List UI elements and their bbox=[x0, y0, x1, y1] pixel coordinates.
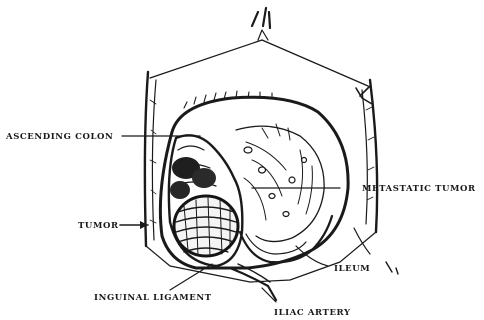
ileum-loop bbox=[240, 216, 332, 262]
tumor-mass bbox=[174, 196, 238, 256]
label-iliac-artery: ILIAC ARTERY bbox=[274, 308, 351, 318]
mesentery bbox=[236, 124, 324, 242]
label-tumor: TUMOR bbox=[78, 221, 119, 231]
label-ascending-colon: ASCENDING COLON bbox=[5, 132, 113, 142]
label-metastatic-tumor: METASTATIC TUMOR bbox=[362, 184, 476, 194]
label-ileum: ILEUM bbox=[334, 264, 370, 274]
retractor-hooks bbox=[252, 8, 270, 40]
label-inguinal-ligament: INGUINAL LIGAMENT bbox=[94, 293, 212, 303]
